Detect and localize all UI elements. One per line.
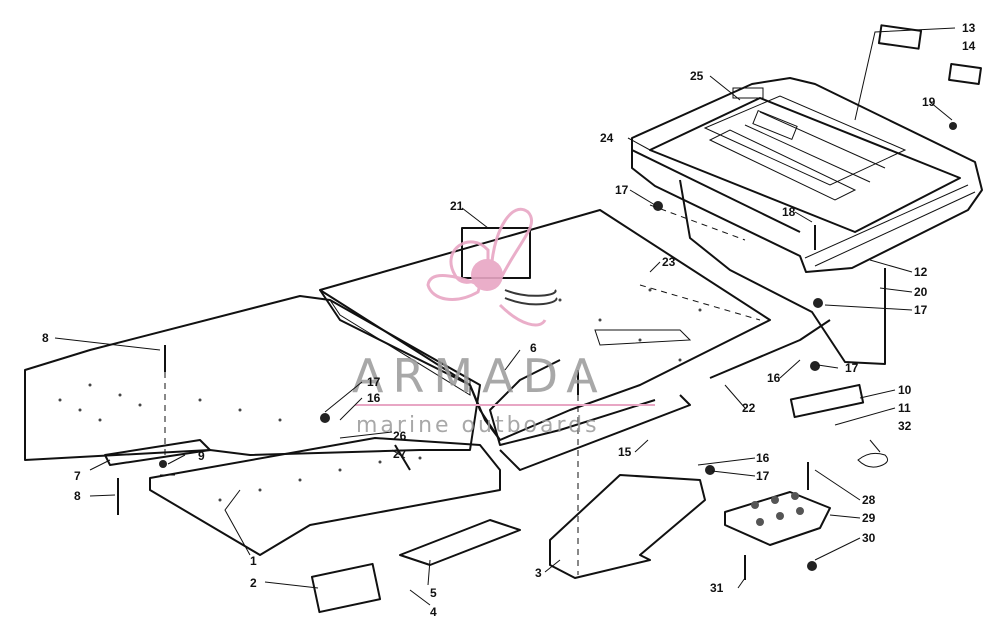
callout-5: 5 (430, 586, 437, 600)
callout-1: 1 (250, 554, 257, 568)
callout-17b: 17 (615, 183, 629, 197)
callout-16a: 16 (367, 391, 381, 405)
callout-6: 6 (530, 341, 537, 355)
callout-17a: 17 (367, 375, 381, 389)
callout-25: 25 (690, 69, 704, 83)
callout-8a: 8 (42, 331, 49, 345)
reflector (789, 383, 865, 419)
support-tube (709, 319, 831, 379)
callout-24: 24 (600, 131, 614, 145)
callout-21: 21 (450, 199, 464, 213)
callout-30: 30 (862, 531, 876, 545)
watermark: ARMADA marine outboards (352, 208, 655, 438)
step-plate (724, 491, 831, 546)
rivet-pattern (58, 288, 702, 502)
callout-18: 18 (782, 205, 796, 219)
leader-lines (54, 27, 956, 606)
bracket (104, 439, 211, 466)
callout-16c: 16 (756, 451, 770, 465)
callout-28: 28 (862, 493, 876, 507)
callout-22: 22 (742, 401, 756, 415)
lower-panel (149, 437, 501, 556)
watermark-brand: ARMADA (352, 349, 607, 403)
rear-rack (631, 77, 983, 365)
callout-17e: 17 (756, 469, 770, 483)
callout-17c: 17 (914, 303, 928, 317)
callout-3: 3 (535, 566, 542, 580)
callout-23: 23 (662, 255, 676, 269)
callout-15: 15 (618, 445, 632, 459)
callout-11: 11 (898, 401, 911, 415)
callout-17d: 17 (845, 361, 859, 375)
reflector-plate (310, 562, 382, 614)
callout-7: 7 (74, 469, 81, 483)
callout-8b: 8 (74, 489, 81, 503)
callout-4: 4 (430, 605, 437, 619)
callout-20: 20 (914, 285, 928, 299)
decal-plate-small (948, 62, 982, 86)
callout-2: 2 (250, 576, 257, 590)
callout-13: 13 (962, 21, 976, 35)
callout-29: 29 (862, 511, 876, 525)
callout-19: 19 (922, 95, 936, 109)
callout-9: 9 (198, 449, 205, 463)
fasteners (117, 225, 816, 580)
callout-14: 14 (962, 39, 976, 53)
foot-pad (399, 519, 521, 566)
decal-plate (877, 24, 923, 50)
callout-10: 10 (898, 383, 912, 397)
callout-numbers: 8 7 8 9 1 2 3 4 5 6 17 16 26 27 21 23 24… (42, 21, 976, 619)
callout-27: 27 (393, 447, 407, 461)
tunnel-panels (24, 209, 771, 471)
assembly-lines (164, 204, 761, 575)
callout-32: 32 (898, 419, 912, 433)
watermark-tagline: marine outboards (356, 413, 600, 438)
decal-32-icon (857, 452, 889, 468)
running-board-bracket (549, 474, 706, 579)
callout-16b: 16 (767, 371, 781, 385)
callout-31: 31 (710, 581, 724, 595)
nuts (159, 122, 957, 571)
callout-12: 12 (914, 265, 928, 279)
propeller-logo-icon (426, 208, 558, 327)
callout-26: 26 (393, 429, 407, 443)
